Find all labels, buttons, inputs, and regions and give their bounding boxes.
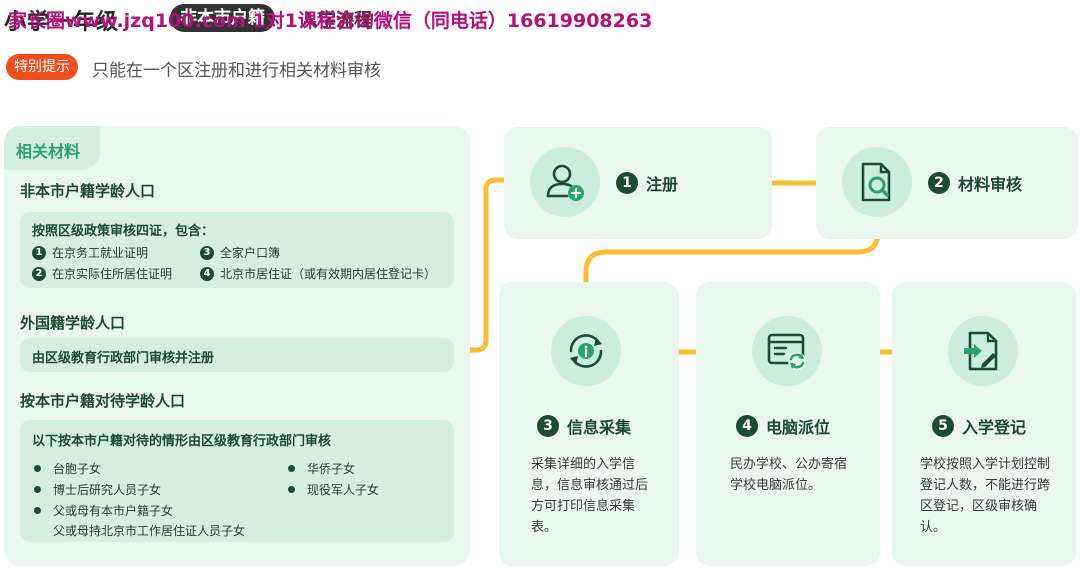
step-label-register: 1 注册 [616, 171, 678, 195]
list-item: 博士后研究人员子女 [34, 481, 161, 498]
step-label-lottery: 4 电脑派位 [736, 414, 830, 438]
section-title-treated-local: 按本市户籍对待学龄人口 [20, 392, 186, 410]
list-item-text: 华侨子女 [307, 462, 356, 476]
bullet-dot [34, 486, 41, 493]
list-item: 3 全家户口簿 [200, 244, 280, 261]
list-item-text: 父或母持北京市工作居住证人员子女 [53, 524, 246, 538]
non-local-box-heading: 按照区级政策审核四证，包含： [32, 224, 215, 239]
list-item: 1 在京务工就业证明 [32, 244, 148, 261]
list-item-text: 博士后研究人员子女 [53, 483, 162, 497]
treated-local-box-heading: 以下按本市户籍对待的情形由区级教育行政部门审核 [32, 434, 332, 449]
step-number: 5 [932, 415, 954, 437]
non-local-box: 按照区级政策审核四证，包含： 1 在京务工就业证明 3 全家户口簿 2 在京实际… [20, 212, 454, 288]
list-item: 华侨子女 [288, 460, 355, 477]
step-number: 1 [616, 172, 638, 194]
step-label-text: 信息采集 [567, 418, 632, 437]
list-item-text: 现役军人子女 [307, 483, 380, 497]
list-item: 父或母有本市户籍子女 [34, 502, 173, 519]
step-number: 2 [928, 172, 950, 194]
step-number: 3 [537, 415, 559, 437]
page-title: 小学一年级 [4, 10, 120, 35]
bullet-dot [288, 465, 295, 472]
page-title-tail: 入学流程 [300, 10, 372, 31]
document-search-icon [861, 162, 891, 202]
add-user-icon [546, 164, 584, 201]
step-icon-wrap [842, 147, 912, 217]
step-number: 4 [736, 415, 758, 437]
step-card-collect: 3 信息采集 采集详细的入学信息，信息审核通过后方可打印信息采集表。 [499, 282, 679, 566]
list-item: 4 北京市居住证（或有效期内居住登记卡） [200, 265, 436, 282]
step-label-text: 电脑派位 [766, 418, 831, 437]
document-sign-icon [964, 331, 998, 371]
list-item-text: 台胞子女 [53, 462, 102, 476]
list-item-text: 在京实际住所居住证明 [52, 267, 173, 281]
step-icon-wrap [530, 147, 600, 217]
materials-tab [4, 126, 100, 170]
list-item-text: 父或母有本市户籍子女 [53, 504, 174, 518]
bullet-dot [288, 486, 295, 493]
step-desc-lottery: 民办学校、公办寄宿学校电脑派位。 [730, 457, 848, 493]
materials-panel: 相关材料 非本市户籍学龄人口 按照区级政策审核四证，包含： 1 在京务工就业证明… [4, 126, 470, 566]
number-badge: 4 [200, 266, 214, 281]
list-item: 2 在京实际住所居住证明 [32, 265, 172, 282]
step-desc-enroll: 学校按照入学计划控制登记人数，不能进行跨区登记，区级审核确认。 [920, 457, 1051, 535]
step-icon-wrap [551, 316, 621, 386]
treated-local-box: 以下按本市户籍对待的情形由区级教育行政部门审核 台胞子女 华侨子女 博士后研究人… [20, 420, 454, 542]
section-title-non-local: 非本市户籍学龄人口 [20, 182, 156, 200]
step-icon-wrap [948, 316, 1018, 386]
list-item: 现役军人子女 [288, 481, 379, 498]
step-label-review: 2 材料审核 [928, 171, 1022, 195]
bullet-dot [34, 465, 41, 472]
step-card-enroll: 5 入学登记 学校按照入学计划控制登记人数，不能进行跨区登记，区级审核确认。 [892, 282, 1076, 566]
foreign-box-text: 由区级教育行政部门审核并注册 [32, 351, 215, 366]
bullet-dot [34, 507, 41, 514]
info-refresh-icon [569, 334, 603, 368]
tip-text: 只能在一个区注册和进行相关材料审核 [92, 61, 381, 81]
section-title-foreign: 外国籍学龄人口 [20, 314, 126, 332]
materials-title: 相关材料 [16, 142, 81, 161]
step-desc-collect: 采集详细的入学信息，信息审核通过后方可打印信息采集表。 [531, 457, 649, 535]
computer-sync-icon [767, 333, 806, 370]
step-label-text: 入学登记 [962, 418, 1027, 437]
number-badge: 1 [32, 245, 46, 260]
watermark-text: 家长圈www.jzq100.com 1对1课程咨询微信（同电话）16619908… [8, 10, 653, 32]
step-label-text: 材料审核 [958, 175, 1023, 194]
list-item: 父或母持北京市工作居住证人员子女 [53, 522, 245, 539]
list-item: 台胞子女 [34, 460, 101, 477]
list-item-text: 全家户口簿 [220, 246, 281, 260]
step-card-review: 2 材料审核 [816, 127, 1078, 239]
step-label-collect: 3 信息采集 [537, 414, 631, 438]
step-card-register: 1 注册 [504, 127, 772, 239]
list-item-text: 北京市居住证（或有效期内居住登记卡） [220, 267, 437, 281]
list-item-text: 在京务工就业证明 [52, 246, 149, 260]
step-card-lottery: 4 电脑派位 民办学校、公办寄宿学校电脑派位。 [696, 282, 880, 566]
step-icon-wrap [752, 316, 822, 386]
step-label-enroll: 5 入学登记 [932, 414, 1026, 438]
tip-badge: 特别提示 [6, 54, 78, 80]
number-badge: 2 [32, 266, 46, 281]
foreign-box: 由区级教育行政部门审核并注册 [20, 338, 454, 372]
number-badge: 3 [200, 245, 214, 260]
title-tag: 非本市户籍 [170, 4, 275, 32]
step-label-text: 注册 [646, 175, 679, 194]
